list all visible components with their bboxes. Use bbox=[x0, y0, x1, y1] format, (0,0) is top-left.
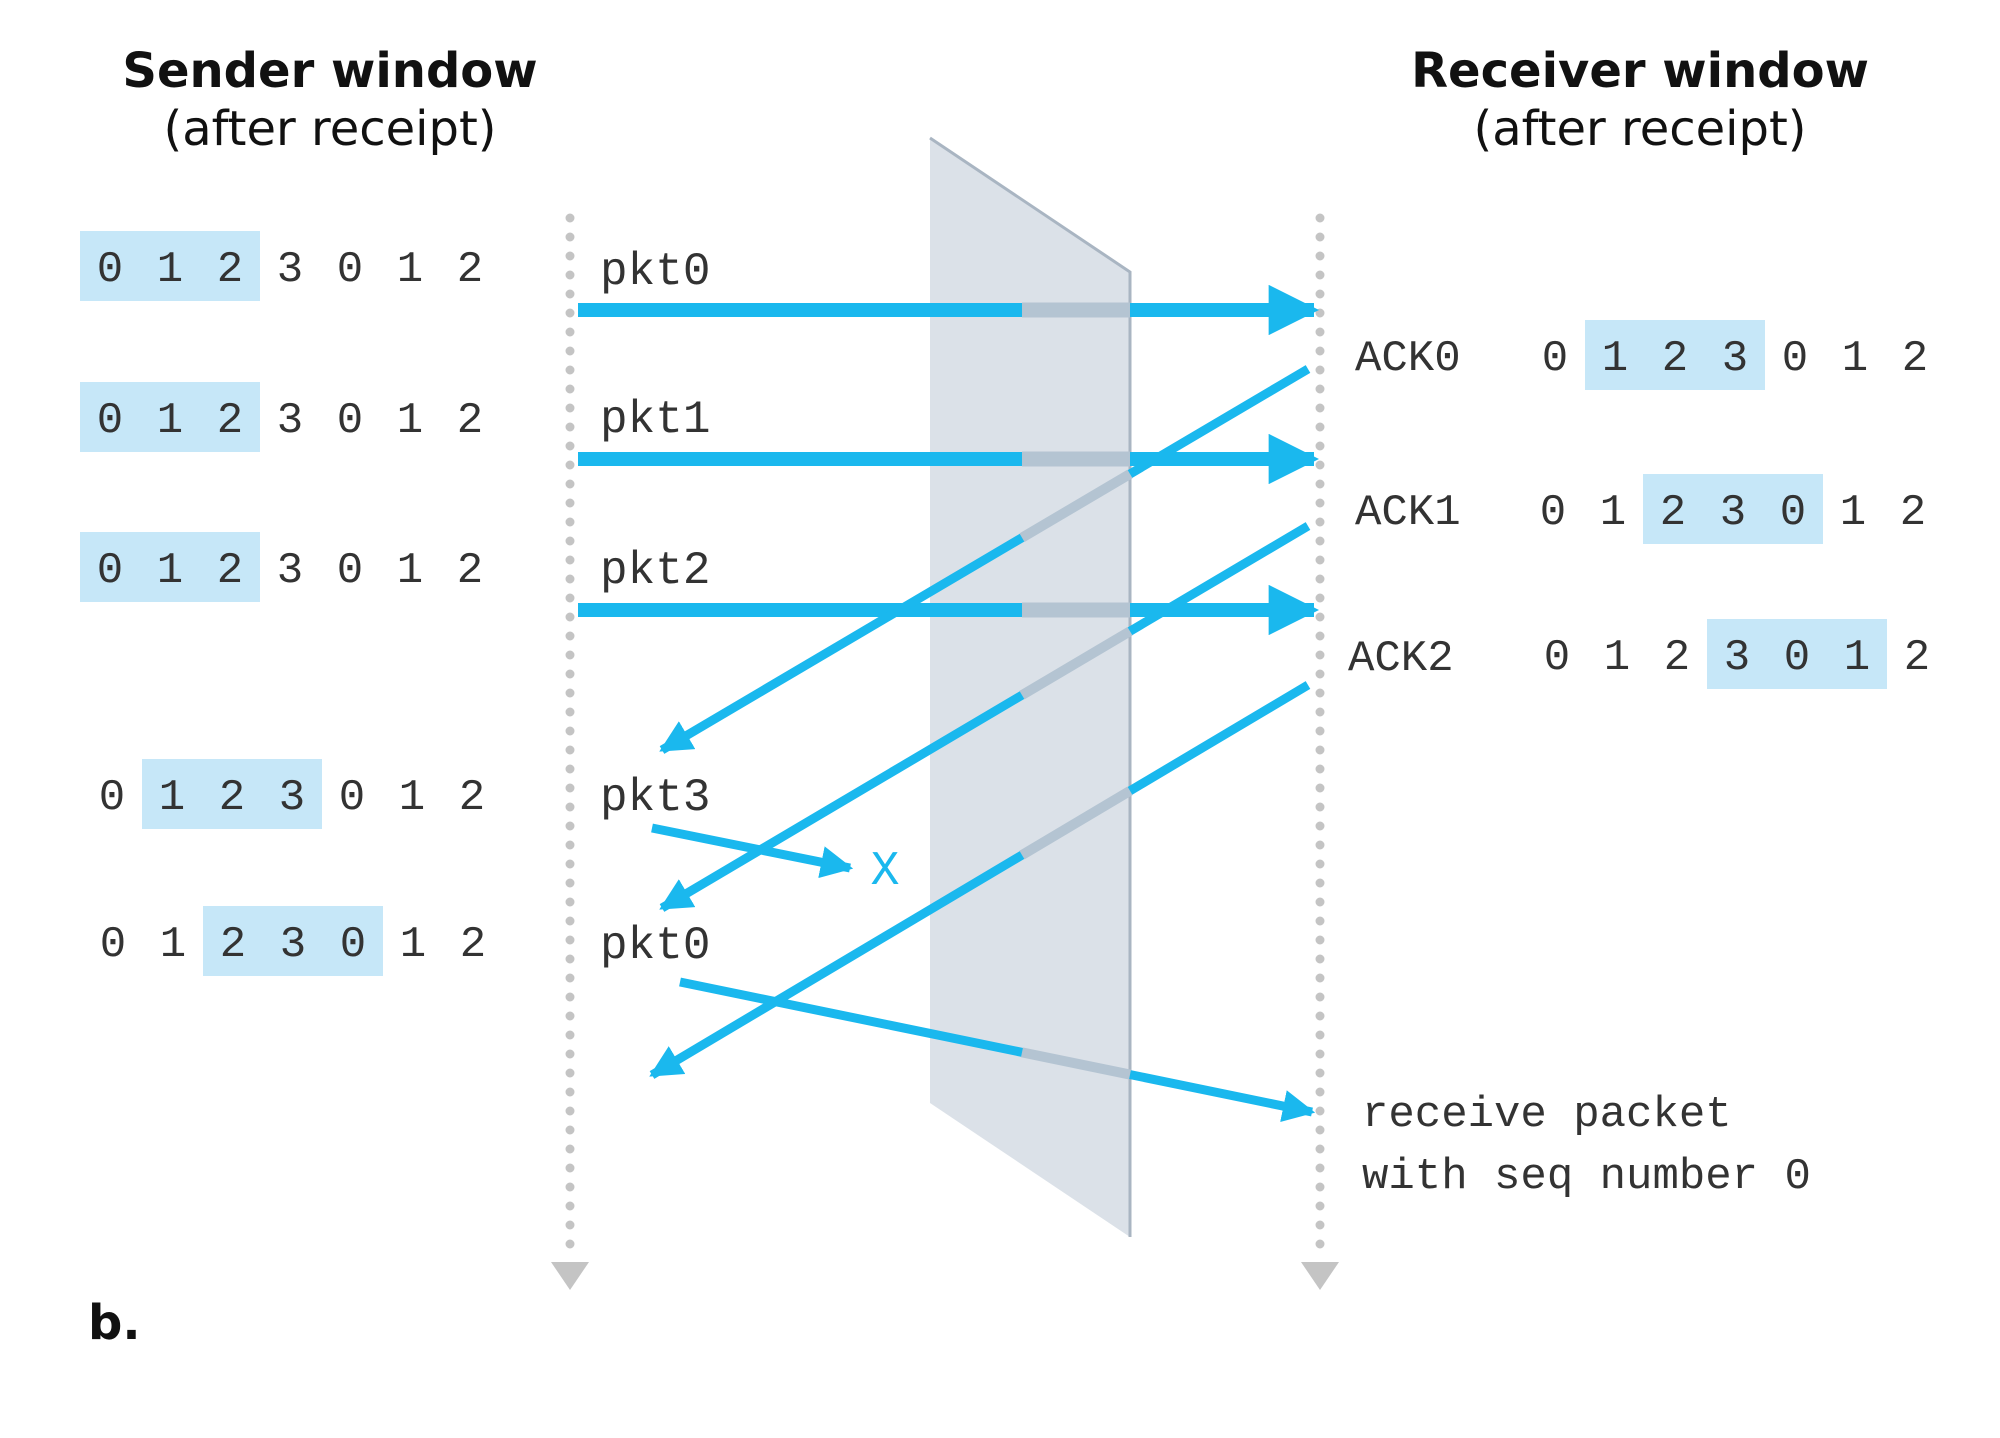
sender-row-1-seq-number: 2 bbox=[457, 396, 483, 446]
pkt0-retransmit-in-network bbox=[1020, 1047, 1132, 1080]
sender-row-3-seq-number: 1 bbox=[399, 773, 425, 823]
packet-label: pkt3 bbox=[600, 772, 710, 824]
receiver-row-2-seq-number: 2 bbox=[1664, 633, 1690, 683]
pkt0-retransmit-arrow bbox=[679, 977, 1316, 1122]
receiver-row-0-seq-number: 0 bbox=[1542, 334, 1568, 384]
receiver-row-1-seq-number: 1 bbox=[1600, 488, 1626, 538]
receiver-row-2-seq-number: 1 bbox=[1604, 633, 1630, 683]
receiver-row-0-seq-number: 0 bbox=[1782, 334, 1808, 384]
sender-row-0-seq-number: 0 bbox=[337, 245, 363, 295]
receiver-row-1-seq-number: 3 bbox=[1720, 488, 1746, 538]
receiver-row-1-seq-number: 1 bbox=[1840, 488, 1866, 538]
sender-row-1-window-highlight bbox=[80, 382, 260, 452]
receiver-row-0-window-highlight bbox=[1585, 320, 1765, 390]
packet-label: pkt0 bbox=[600, 920, 710, 972]
figure-caption: b. bbox=[88, 1295, 141, 1351]
receiver-row-2-seq-number: 0 bbox=[1784, 633, 1810, 683]
receiver-row-2-seq-number: 3 bbox=[1724, 633, 1750, 683]
receive-note-line: receive packet bbox=[1362, 1090, 1732, 1140]
sender-row-2-seq-number: 0 bbox=[97, 546, 123, 596]
sender-row-4-seq-number: 0 bbox=[340, 920, 366, 970]
packet-label: pkt2 bbox=[600, 545, 710, 597]
sender-row-3-seq-number: 0 bbox=[339, 773, 365, 823]
sender-row-2-seq-number: 2 bbox=[457, 546, 483, 596]
sender-row-0-seq-number: 2 bbox=[217, 245, 243, 295]
ack-arrow-2-in-network bbox=[1019, 786, 1133, 860]
sender-row-4-window-highlight bbox=[203, 906, 383, 976]
sender-row-2-seq-number: 3 bbox=[277, 546, 303, 596]
sender-row-3-window-highlight bbox=[142, 759, 322, 829]
sender-row-2-seq-number: 0 bbox=[337, 546, 363, 596]
sender-row-2-window-highlight bbox=[80, 532, 260, 602]
packet-label: pkt0 bbox=[600, 246, 710, 298]
sender-row-0-seq-number: 1 bbox=[157, 245, 183, 295]
sender-row-1-seq-number: 1 bbox=[397, 396, 423, 446]
receiver-header-title: Receiver window bbox=[1411, 43, 1869, 99]
sender-row-3-seq-number: 2 bbox=[219, 773, 245, 823]
sender-row-3-seq-number: 2 bbox=[459, 773, 485, 823]
receiver-row-1-seq-number: 2 bbox=[1660, 488, 1686, 538]
receive-note-line: with seq number 0 bbox=[1362, 1152, 1811, 1202]
sender-row-4-seq-number: 1 bbox=[400, 920, 426, 970]
receiver-row-0-seq-number: 2 bbox=[1902, 334, 1928, 384]
ack-arrow-1 bbox=[659, 522, 1311, 912]
sender-timeline-arrowhead bbox=[551, 1262, 589, 1290]
packet-label: pkt1 bbox=[600, 394, 710, 446]
sender-row-4-seq-number: 3 bbox=[280, 920, 306, 970]
sender-row-2-seq-number: 1 bbox=[157, 546, 183, 596]
sender-row-3-seq-number: 0 bbox=[99, 773, 125, 823]
sender-row-0-seq-number: 2 bbox=[457, 245, 483, 295]
ack-arrow-0 bbox=[659, 365, 1311, 754]
sender-row-0-seq-number: 1 bbox=[397, 245, 423, 295]
receiver-row-1-seq-number: 2 bbox=[1900, 488, 1926, 538]
sender-row-3-seq-number: 1 bbox=[159, 773, 185, 823]
receiver-row-0-seq-number: 1 bbox=[1602, 334, 1628, 384]
sender-row-2-seq-number: 2 bbox=[217, 546, 243, 596]
sender-row-0-seq-number: 0 bbox=[97, 245, 123, 295]
receiver-row-1-window-highlight bbox=[1643, 474, 1823, 544]
sender-row-1-seq-number: 0 bbox=[97, 396, 123, 446]
receiver-row-1-seq-number: 0 bbox=[1540, 488, 1566, 538]
receiver-row-2-seq-number: 2 bbox=[1904, 633, 1930, 683]
sender-header: Sender window (after receipt) bbox=[80, 42, 580, 158]
receiver-row-0-seq-number: 2 bbox=[1662, 334, 1688, 384]
sender-header-subtitle: (after receipt) bbox=[163, 101, 497, 157]
receiver-row-0-seq-number: 3 bbox=[1722, 334, 1748, 384]
sender-row-4-seq-number: 2 bbox=[460, 920, 486, 970]
sender-row-4-seq-number: 0 bbox=[100, 920, 126, 970]
sender-header-title: Sender window bbox=[122, 43, 538, 99]
receiver-row-2-window-highlight bbox=[1707, 619, 1887, 689]
ack-label: ACK1 bbox=[1355, 488, 1461, 538]
sender-row-4-seq-number: 2 bbox=[220, 920, 246, 970]
sender-row-3-seq-number: 3 bbox=[279, 773, 305, 823]
receiver-timeline-arrowhead bbox=[1301, 1262, 1339, 1290]
receiver-row-0-seq-number: 1 bbox=[1842, 334, 1868, 384]
sender-row-1-seq-number: 1 bbox=[157, 396, 183, 446]
sender-row-0-window-highlight bbox=[80, 231, 260, 301]
receiver-row-1-seq-number: 0 bbox=[1780, 488, 1806, 538]
ack-arrow-0-in-network bbox=[1019, 469, 1133, 542]
receiver-row-2-seq-number: 1 bbox=[1844, 633, 1870, 683]
timeline-layer bbox=[551, 213, 1339, 1290]
arrow-layer bbox=[578, 284, 1320, 1122]
sender-row-1-seq-number: 0 bbox=[337, 396, 363, 446]
ack-arrow-2 bbox=[649, 681, 1311, 1079]
ack-label: ACK0 bbox=[1355, 334, 1461, 384]
pkt3-lost-arrow bbox=[651, 823, 854, 879]
network-wall-edge bbox=[929, 136, 1132, 1237]
ack-label: ACK2 bbox=[1348, 634, 1454, 684]
lost-packet-marker: X bbox=[871, 845, 900, 899]
receiver-header-subtitle: (after receipt) bbox=[1473, 101, 1807, 157]
sender-row-0-seq-number: 3 bbox=[277, 245, 303, 295]
sender-row-4-seq-number: 1 bbox=[160, 920, 186, 970]
receiver-header: Receiver window (after receipt) bbox=[1390, 42, 1890, 158]
ack-arrow-1-in-network bbox=[1019, 626, 1133, 700]
sender-row-1-seq-number: 3 bbox=[277, 396, 303, 446]
window-highlight-layer bbox=[80, 231, 1887, 976]
receiver-row-2-seq-number: 0 bbox=[1544, 633, 1570, 683]
sender-row-1-seq-number: 2 bbox=[217, 396, 243, 446]
sender-row-2-seq-number: 1 bbox=[397, 546, 423, 596]
